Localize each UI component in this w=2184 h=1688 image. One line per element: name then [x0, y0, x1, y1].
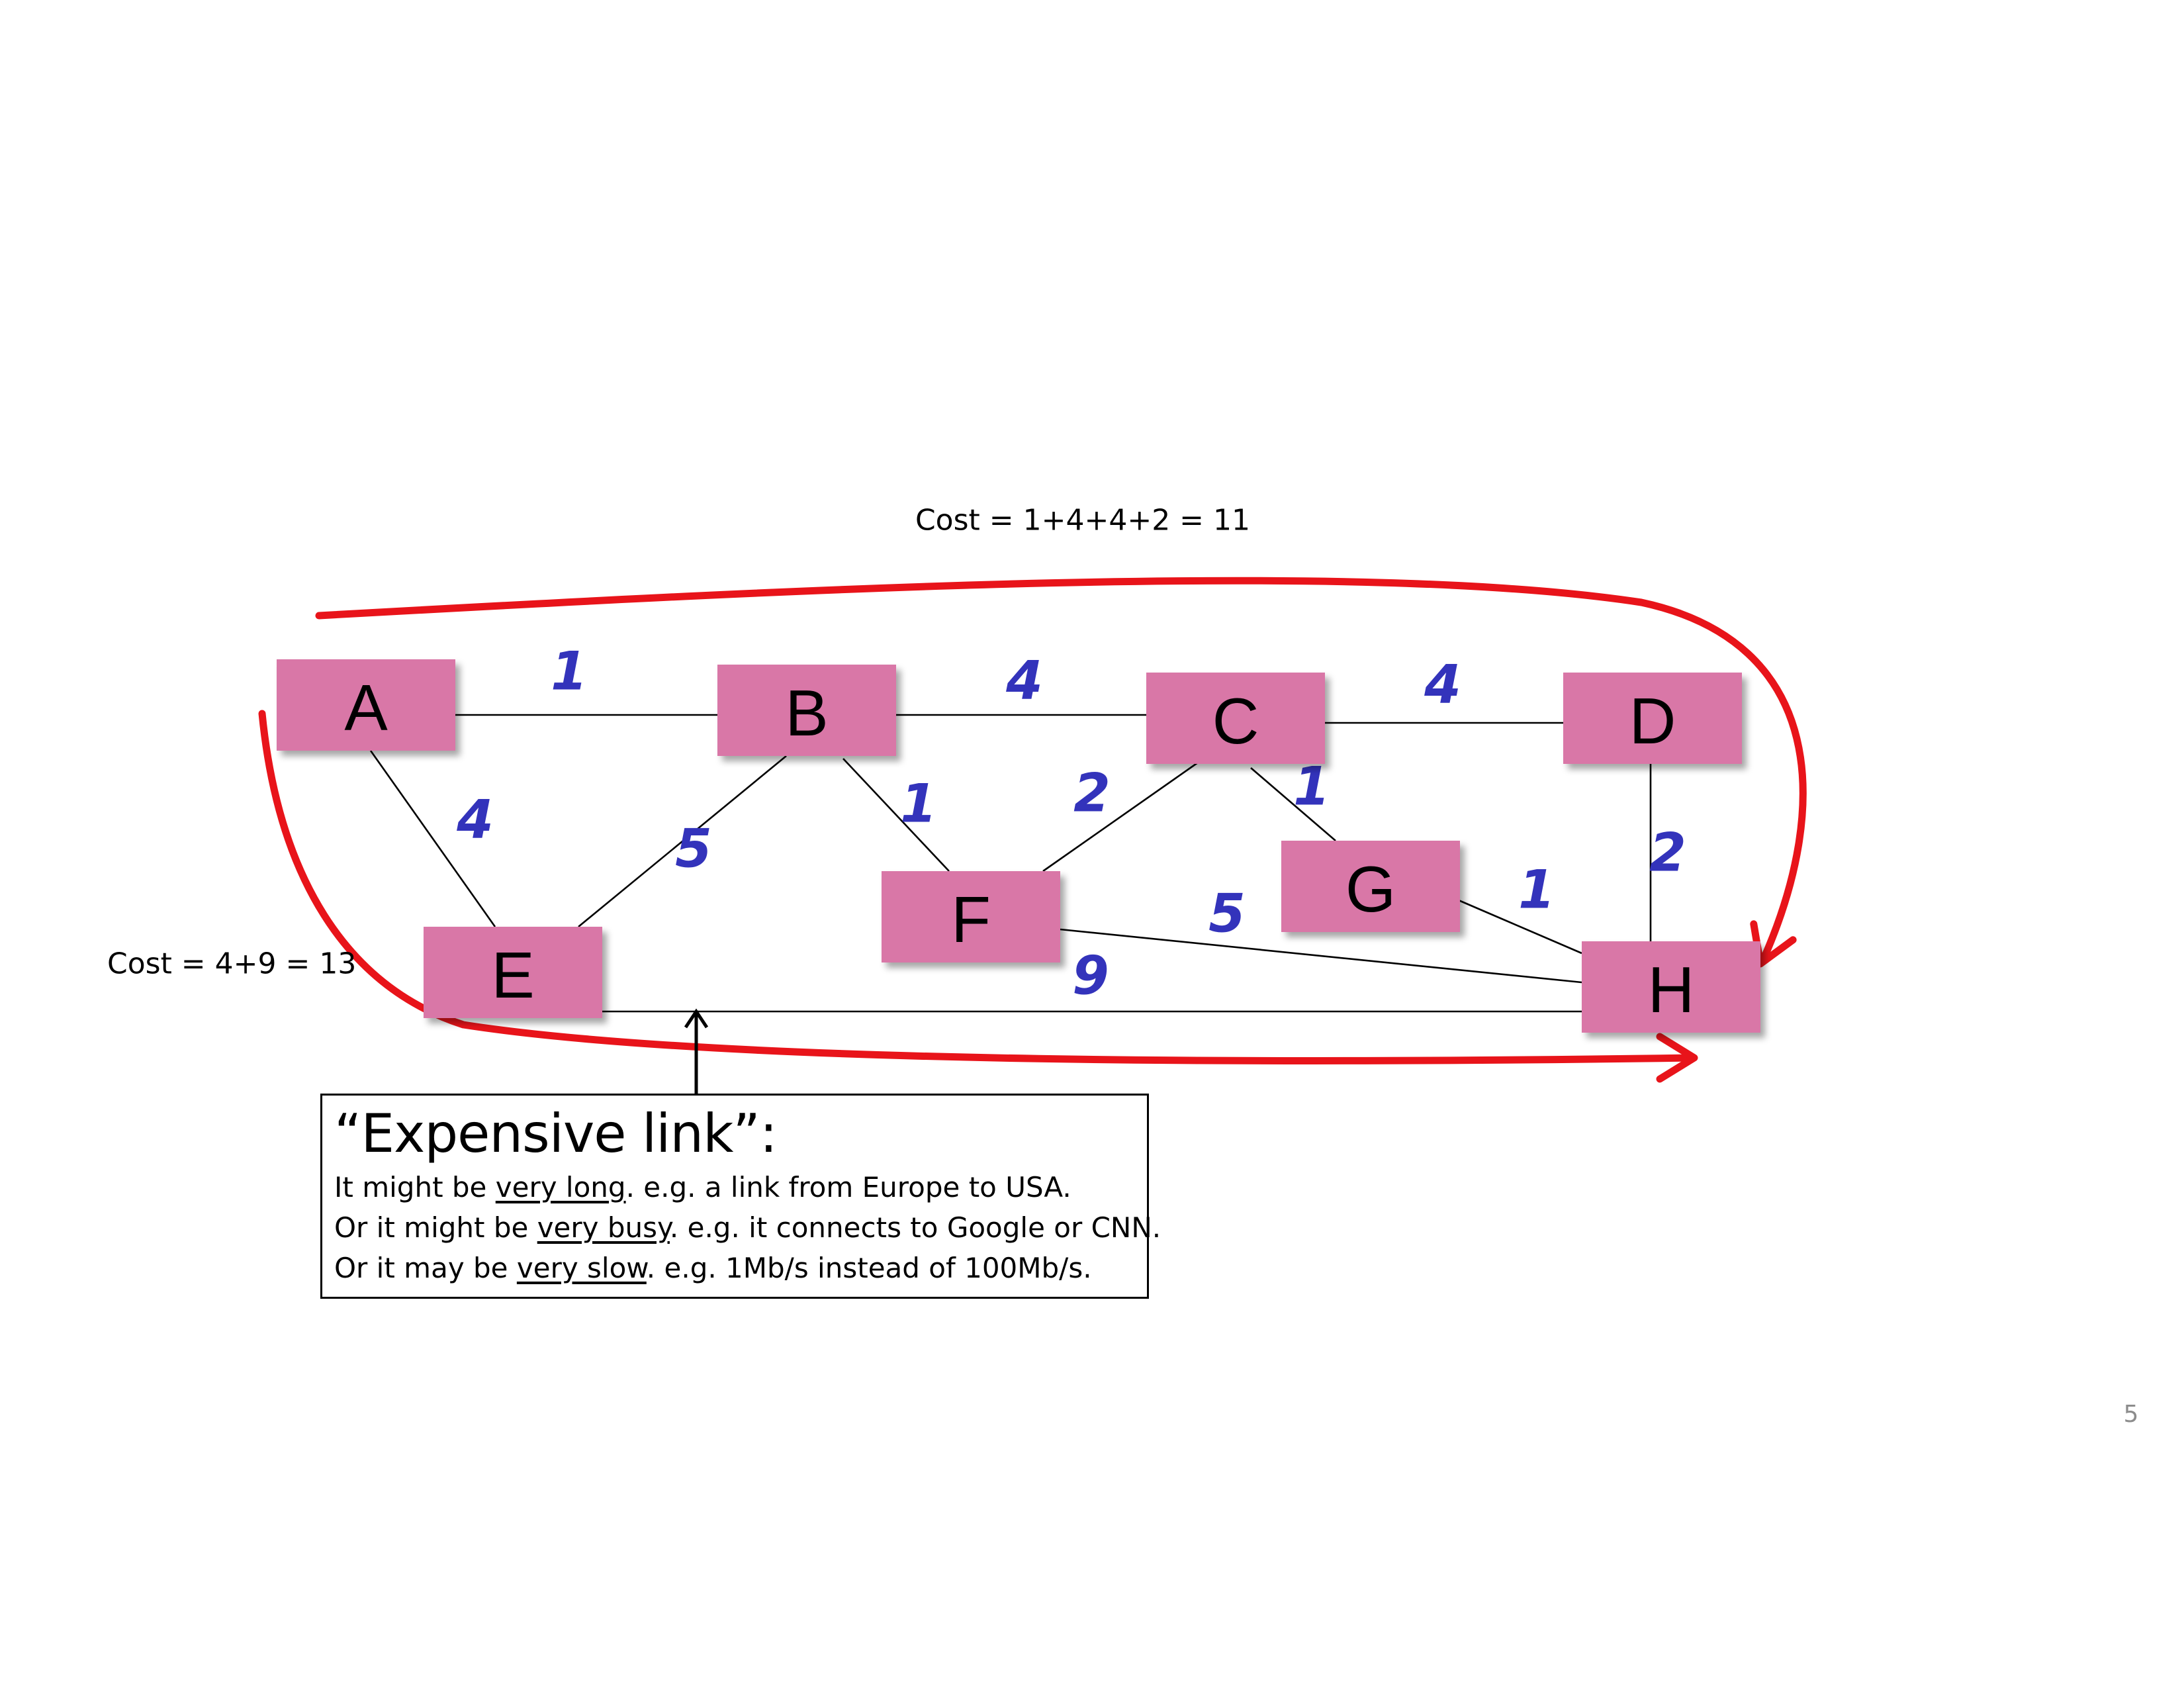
edge-c-f [1042, 761, 1199, 872]
node-g-box [1281, 841, 1460, 932]
cost-label-lower-path: Cost = 4+9 = 13 [107, 947, 356, 981]
edge-g-h [1458, 899, 1582, 955]
page-number: 5 [2123, 1401, 2139, 1428]
edge-c-g [1250, 767, 1336, 841]
edge-weight-c-g: 1 [1293, 756, 1330, 818]
node-d-label: D [1629, 684, 1676, 757]
edge-a-e [369, 750, 496, 927]
callout-line-busy: Or it might be very busy. e.g. it connec… [334, 1211, 1161, 1244]
node-h: H [1582, 941, 1760, 1033]
node-e: E [424, 927, 602, 1018]
edge-weight-c-f: 2 [1073, 763, 1111, 824]
node-h-label: H [1648, 953, 1695, 1026]
node-f-label: F [951, 883, 991, 956]
edge-weight-f-h: 5 [1208, 883, 1246, 945]
edge-b-f [842, 758, 950, 872]
node-e-label: E [491, 939, 534, 1011]
path-highlight-aeh-arrowhead [1656, 1033, 1698, 1083]
path-highlight-abcdh-curve [315, 577, 1807, 962]
node-d: D [1563, 673, 1742, 764]
node-e-box [424, 927, 602, 1018]
edge-weight-b-f: 1 [900, 773, 937, 835]
highlighted-paths [258, 577, 1807, 1083]
edge-f-h [1060, 928, 1582, 984]
node-a: A [277, 659, 455, 751]
node-c: C [1146, 673, 1325, 764]
node-f: F [882, 871, 1060, 962]
callout-pointer-arrowhead [684, 1008, 709, 1029]
node-h-box [1582, 941, 1760, 1033]
callout-line-long: It might be very long. e.g. a link from … [334, 1171, 1071, 1203]
node-f-box [882, 871, 1060, 962]
expensive-link-callout: “Expensive link”: It might be very long.… [320, 1094, 1161, 1299]
node-c-box [1146, 673, 1325, 764]
edge-weight-a-e: 4 [456, 789, 494, 851]
edge-weight-a-b: 1 [551, 641, 588, 702]
node-b-label: B [785, 677, 828, 749]
node-b: B [717, 665, 896, 756]
edge-b-e [578, 755, 787, 928]
node-c-label: C [1212, 684, 1259, 757]
graph-edges [369, 714, 1652, 1013]
node-b-box [717, 665, 896, 756]
callout-line-slow: Or it may be very slow. e.g. 1Mb/s inste… [334, 1252, 1092, 1284]
callout-title: “Expensive link”: [334, 1103, 778, 1164]
edge-weight-b-e: 5 [675, 818, 712, 880]
edge-weight-d-h: 2 [1649, 822, 1686, 884]
node-a-box [277, 659, 455, 751]
cost-annotations: Cost = 1+4+4+2 = 11 Cost = 4+9 = 13 [107, 504, 1250, 981]
graph-nodes: A B C D E F G H [277, 659, 1760, 1033]
edge-weight-c-d: 4 [1424, 654, 1461, 716]
node-a-label: A [344, 671, 388, 744]
edge-weight-b-c: 4 [1005, 650, 1043, 712]
node-g-label: G [1345, 853, 1396, 925]
edge-weight-e-h: 9 [1072, 945, 1109, 1007]
node-g: G [1281, 841, 1460, 932]
edge-weight-g-h: 1 [1518, 859, 1555, 921]
path-highlight-aeh-curve [258, 710, 1696, 1064]
node-d-box [1563, 673, 1742, 764]
edge-weights: 1 4 4 4 5 1 2 1 2 1 5 9 [456, 641, 1686, 1007]
cost-label-upper-path: Cost = 1+4+4+2 = 11 [915, 504, 1250, 538]
